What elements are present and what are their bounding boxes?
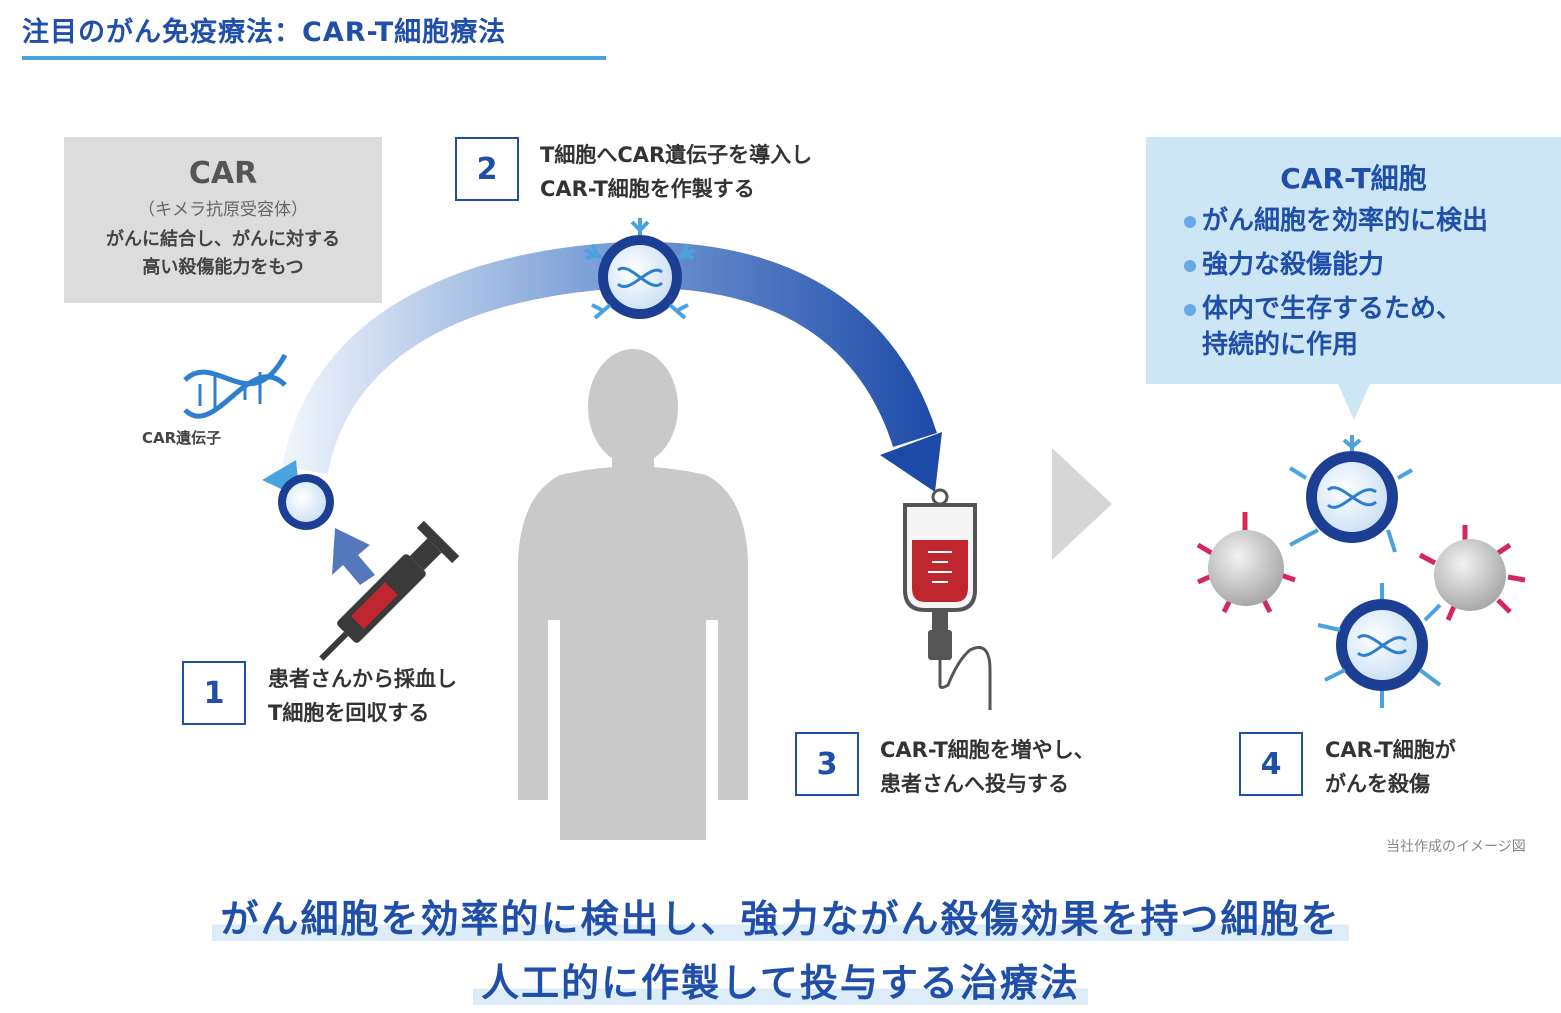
car-t-feature-panel: CAR-T細胞 がん細胞を効率的に検出 強力な殺傷能力 体内で生存するため、持続… (1146, 137, 1561, 384)
step-2-line: T細胞へCAR遺伝子を導入し (540, 143, 813, 167)
panel-pointer (1338, 384, 1370, 420)
feature-item: がん細胞を効率的に検出 (1184, 203, 1561, 239)
next-arrow-icon (1052, 448, 1112, 560)
iv-bag-icon (903, 488, 992, 710)
step-3-text: CAR-T細胞を増やし、 患者さんへ投与する (880, 733, 1095, 801)
bullet-icon (1184, 304, 1196, 316)
image-note: 当社作成のイメージ図 (1386, 839, 1526, 855)
car-subheading: （キメラ抗原受容体） (138, 200, 308, 220)
step-2-text: T細胞へCAR遺伝子を導入し CAR-T細胞を作製する (540, 138, 812, 206)
car-desc-line: 高い殺傷能力をもつ (142, 257, 304, 278)
page-title: 注目のがん免疫療法：CAR-T細胞療法 (22, 17, 507, 48)
step-2-line: CAR-T細胞を作製する (540, 177, 755, 201)
step-4-number: 4 (1239, 732, 1303, 796)
car-t-heading: CAR-T細胞 (1280, 162, 1427, 195)
t-cell-icon (278, 474, 334, 530)
bullet-icon (1184, 260, 1196, 272)
bullet-icon (1184, 216, 1196, 228)
step-3-line: CAR-T細胞を増やし、 (880, 738, 1095, 762)
car-info-panel: CAR （キメラ抗原受容体） がんに結合し、がんに対する 高い殺傷能力をもつ (64, 137, 382, 303)
step-4-line: CAR-T細胞が (1325, 738, 1456, 762)
car-desc-line: がんに結合し、がんに対する (106, 229, 340, 250)
step-1-line: T細胞を回収する (268, 701, 430, 725)
step-3-number: 3 (795, 732, 859, 796)
step-4-text: CAR-T細胞が がんを殺傷 (1325, 733, 1456, 801)
car-t-cell-icon (1317, 583, 1442, 708)
human-silhouette-icon (518, 349, 748, 840)
collect-arrow-icon (332, 528, 375, 585)
cancer-cell-icon (1196, 512, 1296, 614)
feature-item: 体内で生存するため、持続的に作用 (1184, 291, 1561, 363)
step-2-number: 2 (455, 137, 519, 201)
step-1-number: 1 (182, 661, 246, 725)
car-t-cell-icon (1288, 435, 1413, 553)
step-3-line: 患者さんへ投与する (880, 772, 1069, 796)
step-4-line: がんを殺傷 (1325, 772, 1430, 796)
car-gene-label: CAR遺伝子 (142, 429, 222, 447)
cancer-cell-icon (1418, 525, 1526, 622)
syringe-icon (319, 520, 460, 661)
headline-line: 人工的に作製して投与する治療法 (0, 952, 1561, 1007)
title-underline (22, 56, 606, 60)
feature-item: 強力な殺傷能力 (1184, 247, 1561, 283)
car-t-cell-icon (584, 218, 696, 320)
step-1-line: 患者さんから採血し (268, 667, 457, 691)
car-heading: CAR (188, 156, 258, 191)
headline-line: がん細胞を効率的に検出し、強力ながん殺傷効果を持つ細胞を (0, 888, 1561, 943)
dna-icon (183, 353, 288, 419)
step-1-text: 患者さんから採血し T細胞を回収する (268, 662, 457, 730)
